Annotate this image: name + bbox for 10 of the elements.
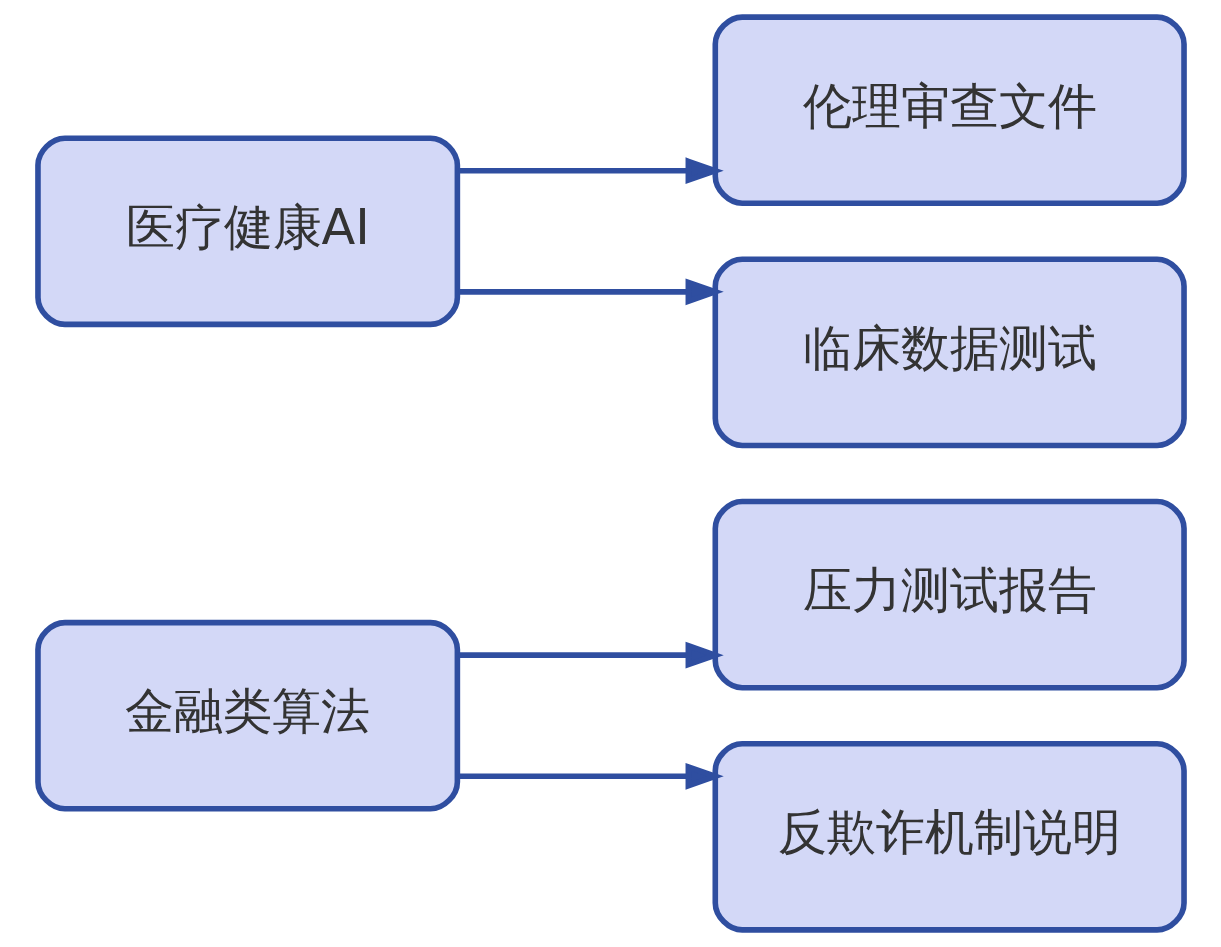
node-box: 反欺诈机制说明 (712, 740, 1187, 933)
node-box: 压力测试报告 (712, 498, 1187, 691)
node-box: 金融类算法 (34, 619, 460, 812)
arrow (457, 157, 724, 185)
arrow (457, 278, 724, 306)
node-box: 医疗健康AI (34, 135, 460, 328)
arrow (457, 641, 724, 669)
node-box: 伦理审查文件 (712, 14, 1187, 207)
node-box: 临床数据测试 (712, 256, 1187, 449)
arrow (457, 762, 724, 790)
